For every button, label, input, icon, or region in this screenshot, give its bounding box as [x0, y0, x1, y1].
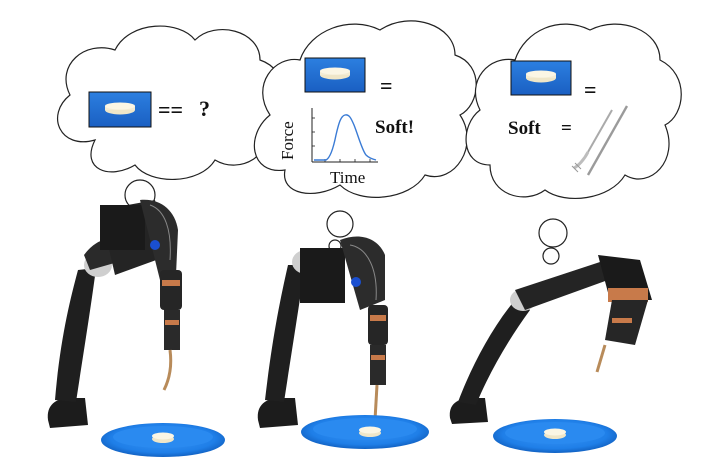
fork-tool-icon: [571, 105, 629, 176]
robot-arm-2: [257, 236, 388, 428]
blue-plate-1: [101, 423, 225, 457]
thought-cloud-3: [465, 23, 682, 265]
cloud1-operator: ==: [158, 97, 184, 122]
force-time-graph: [311, 108, 378, 163]
robot-arm-1: [47, 199, 182, 428]
cloud2-conclusion: Soft!: [375, 117, 415, 138]
food-thumbnail-1: [88, 91, 152, 128]
cloud3-operator: =: [584, 77, 597, 102]
graph-ylabel: Force: [278, 121, 297, 160]
cloud3-property-operator: =: [561, 118, 572, 139]
food-thumbnail-3: [510, 60, 572, 96]
cloud3-property: Soft: [508, 118, 541, 139]
cloud1-result: ?: [199, 96, 210, 121]
graph-xlabel: Time: [330, 168, 366, 187]
cloud2-operator: =: [380, 73, 393, 98]
blue-plate-2: [301, 415, 429, 449]
thought-cloud-1: [57, 25, 284, 231]
food-thumbnail-2: [304, 57, 366, 93]
blue-plate-3: [493, 419, 617, 453]
robot-arm-3: [449, 255, 652, 424]
